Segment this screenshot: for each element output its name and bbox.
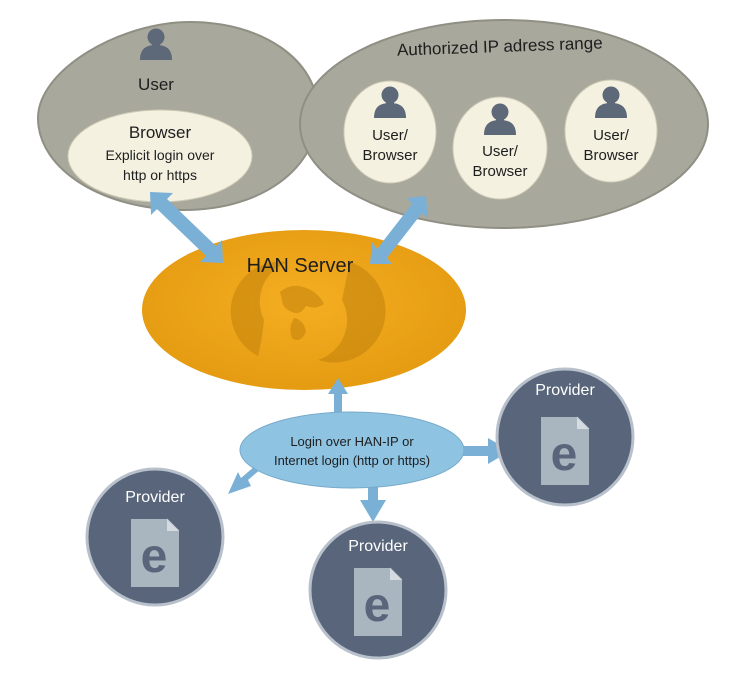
provider-right: Provider e (495, 367, 635, 507)
browser-line-2: http or https (123, 167, 197, 183)
user-label: User (138, 75, 174, 94)
arrow-user-server (150, 192, 223, 263)
ip-user-2: User/ Browser (452, 96, 548, 200)
login-line-1: Login over HAN-IP or (290, 434, 414, 449)
ip-user-3-line1: User/ (593, 127, 630, 144)
provider-right-label: Provider (535, 382, 595, 399)
globe-icon (230, 261, 386, 363)
arrow-server-login (328, 378, 348, 418)
ip-user-3-line2: Browser (583, 147, 638, 164)
login-hub: Login over HAN-IP or Internet login (htt… (239, 411, 465, 489)
provider-bottom: Provider e (308, 520, 448, 660)
han-server: HAN Server (142, 230, 466, 390)
arrow-iprange-server (370, 196, 428, 264)
browser-line-1: Explicit login over (106, 147, 215, 163)
ip-user-2-line1: User/ (482, 143, 519, 160)
provider-right-letter: e (551, 428, 578, 481)
login-line-2: Internet login (http or https) (274, 453, 430, 468)
ip-user-1-line2: Browser (362, 147, 417, 164)
user-group-bubble: User Browser Explicit login over http or… (36, 20, 320, 212)
provider-left-letter: e (141, 530, 168, 583)
ip-user-1: User/ Browser (343, 80, 437, 184)
browser-title: Browser (129, 123, 192, 142)
arrow-login-provider-bottom (360, 476, 386, 522)
provider-bottom-label: Provider (348, 538, 408, 555)
ip-user-3: User/ Browser (564, 79, 658, 183)
provider-bottom-letter: e (364, 579, 391, 632)
provider-left: Provider e (85, 467, 225, 607)
server-label: HAN Server (247, 255, 354, 277)
ip-user-1-line1: User/ (372, 127, 409, 144)
connection-arrows (150, 192, 510, 522)
ip-user-2-line2: Browser (472, 163, 527, 180)
ip-range-bubble: Authorized IP adress range User/ Browser… (299, 19, 709, 229)
provider-left-label: Provider (125, 489, 185, 506)
arrow-login-provider-left (228, 466, 262, 494)
